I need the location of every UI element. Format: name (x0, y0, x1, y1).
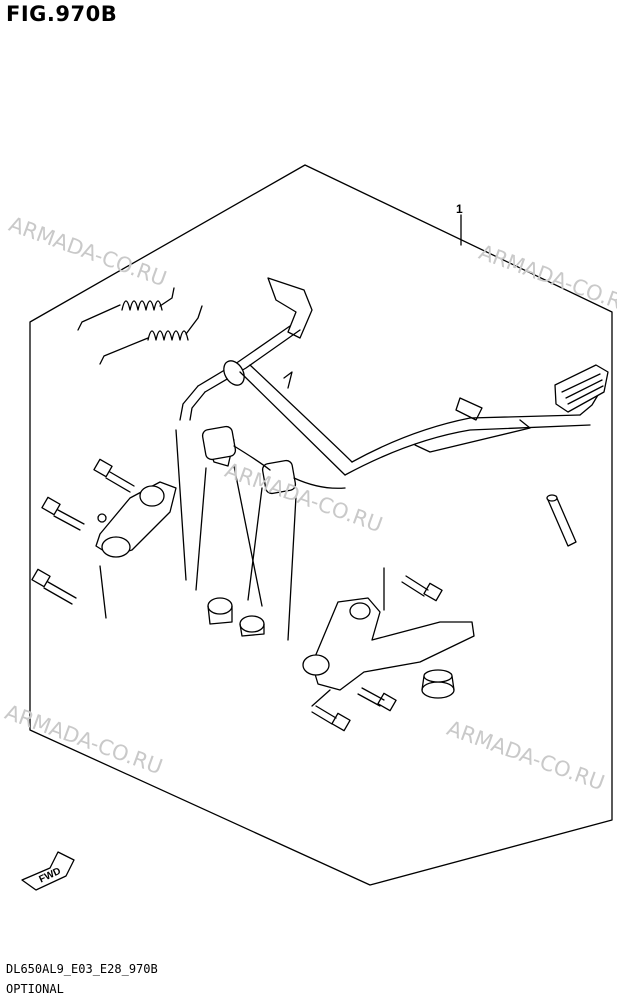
model-code: DL650AL9_E03_E28_970B (6, 962, 158, 976)
bushing-upper (207, 597, 233, 625)
bolt-upper-left (93, 458, 135, 493)
return-spring-lower (99, 305, 203, 365)
fwd-arrow-icon: FWD (21, 851, 75, 891)
rubber-stopper (421, 669, 455, 699)
bolt-upper-right (401, 575, 443, 602)
bolt-lower-left (31, 568, 77, 605)
bolt-mid-left (41, 496, 85, 531)
group-label: OPTIONAL (6, 982, 64, 996)
right-bracket (302, 597, 475, 691)
bolt-lower-right (311, 705, 351, 732)
washer-small (97, 513, 107, 523)
pin (546, 494, 577, 547)
bushing-lower (239, 615, 265, 637)
return-spring-upper (77, 287, 175, 331)
center-stand (179, 277, 609, 495)
alignment-guides (99, 429, 385, 707)
figure-title: FIG.970B (6, 2, 118, 26)
kit-outline (29, 164, 613, 886)
bolt-mid-right (357, 687, 397, 712)
left-bracket (95, 481, 177, 558)
part-callout-number: 1 (456, 202, 463, 216)
